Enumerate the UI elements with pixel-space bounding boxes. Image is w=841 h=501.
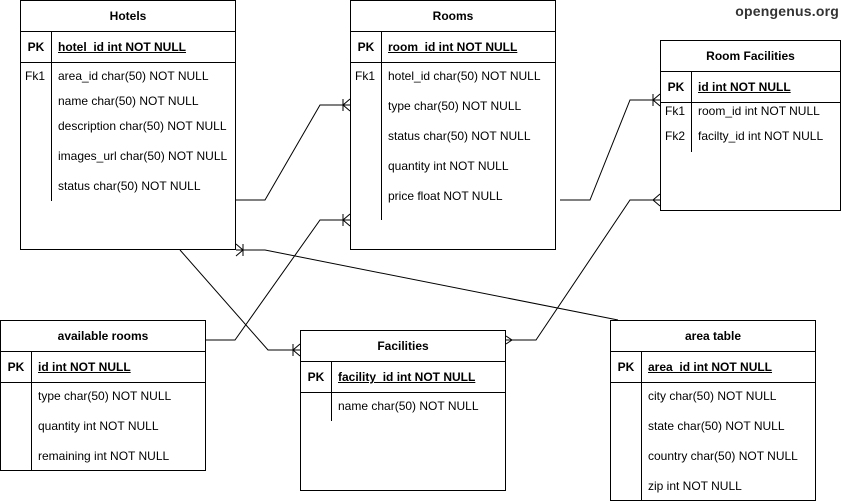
hotels-field-description: description char(50) NOT NULL <box>58 119 227 133</box>
rooms-pk-divider <box>381 32 382 62</box>
hotels-pk-field: hotel_id int NOT NULL <box>58 40 186 54</box>
rooms-field-hotel-id: hotel_id char(50) NOT NULL <box>388 69 541 83</box>
area-table-fields-divider <box>641 382 642 500</box>
rooms-roomfacilities-connector <box>560 99 660 201</box>
rooms-field-quantity: quantity int NOT NULL <box>388 159 509 173</box>
available-rooms-field-quantity: quantity int NOT NULL <box>38 419 159 433</box>
room-facilities-crowfoot-2-icon <box>652 193 661 207</box>
room-facilities-fields-divider <box>691 102 692 152</box>
room-facilities-crowfoot-icon <box>652 93 661 107</box>
hotels-field-images-url: images_url char(50) NOT NULL <box>58 149 228 163</box>
hotels-table[interactable]: Hotels PK hotel_id int NOT NULL Fk1 area… <box>20 0 236 250</box>
facilities-table[interactable]: Facilities PK facility_id int NOT NULL n… <box>300 330 506 491</box>
facilities-side-crowfoot-icon <box>505 335 513 345</box>
rooms-field-status: status char(50) NOT NULL <box>388 129 531 143</box>
rooms-field-price: price float NOT NULL <box>388 189 503 203</box>
areatable-hotels-connector <box>236 249 619 321</box>
room-facilities-pk-field: id int NOT NULL <box>698 80 791 94</box>
hotels-field-area-id: area_id char(50) NOT NULL <box>58 69 209 83</box>
area-table-pk-divider <box>641 352 642 382</box>
area-table-field-city: city char(50) NOT NULL <box>648 389 777 403</box>
hotels-fk1-label: Fk1 <box>25 69 46 83</box>
available-rooms-field-remaining: remaining int NOT NULL <box>38 449 170 463</box>
facilities-fields-divider <box>331 392 332 421</box>
rooms-crowfoot-2-icon <box>342 213 351 227</box>
rooms-table[interactable]: Rooms PK room_id int NOT NULL Fk1 hotel_… <box>350 0 556 250</box>
facilities-pk-row: PK facility_id int NOT NULL <box>301 362 505 393</box>
rooms-fields-divider <box>381 62 382 220</box>
hotels-field-name: name char(50) NOT NULL <box>58 94 199 108</box>
rooms-pk-field: room_id int NOT NULL <box>388 40 518 54</box>
rooms-crowfoot-icon <box>342 98 351 112</box>
available-rooms-field-type: type char(50) NOT NULL <box>38 389 172 403</box>
facilities-pk-label: PK <box>307 370 325 384</box>
hotels-pk-row: PK hotel_id int NOT NULL <box>21 32 235 63</box>
available-rooms-pk-label: PK <box>7 360 25 374</box>
room-facilities-pk-row: PK id int NOT NULL <box>661 72 840 103</box>
hotels-rooms-connector <box>236 104 350 201</box>
area-table-field-state: state char(50) NOT NULL <box>648 419 785 433</box>
room-facilities-field-room-id: room_id int NOT NULL <box>698 104 820 118</box>
opengenus-logo: opengenus.org <box>735 3 839 19</box>
room-facilities-pk-divider <box>691 72 692 102</box>
room-facilities-fk1-label: Fk1 <box>665 104 686 118</box>
rooms-field-type: type char(50) NOT NULL <box>388 99 522 113</box>
area-table-pk-row: PK area_id int NOT NULL <box>611 352 815 383</box>
area-table-pk-field: area_id int NOT NULL <box>648 360 773 374</box>
facilities-title: Facilities <box>301 331 505 362</box>
room-facilities-table[interactable]: Room Facilities PK id int NOT NULL Fk1 r… <box>660 40 841 211</box>
area-table-title: area table <box>611 321 815 352</box>
available-rooms-fields-divider <box>31 382 32 470</box>
facilities-field-name: name char(50) NOT NULL <box>338 399 479 413</box>
rooms-pk-label: PK <box>357 40 375 54</box>
hotels-pk-divider <box>51 32 52 62</box>
room-facilities-pk-label: PK <box>667 80 685 94</box>
room-facilities-fk2-label: Fk2 <box>665 129 686 143</box>
available-rooms-pk-row: PK id int NOT NULL <box>1 352 205 383</box>
hotels-crowfoot-icon <box>235 243 244 257</box>
rooms-title: Rooms <box>351 1 555 32</box>
hotels-fields-divider <box>51 62 52 201</box>
hotels-pk-label: PK <box>27 40 45 54</box>
hotels-title: Hotels <box>21 1 235 32</box>
rooms-pk-row: PK room_id int NOT NULL <box>351 32 555 63</box>
area-table-field-zip: zip int NOT NULL <box>648 479 742 493</box>
room-facilities-field-facility-id: facilty_id int NOT NULL <box>698 129 824 143</box>
availablerooms-rooms-connector <box>206 219 350 341</box>
available-rooms-title: available rooms <box>1 321 205 352</box>
available-rooms-pk-divider <box>31 352 32 382</box>
facilities-roomfacilities-connector <box>506 199 660 341</box>
area-table[interactable]: area table PK area_id int NOT NULL city … <box>610 320 816 501</box>
room-facilities-title: Room Facilities <box>661 41 840 72</box>
hotels-field-status: status char(50) NOT NULL <box>58 179 201 193</box>
facilities-pk-divider <box>331 362 332 392</box>
available-rooms-pk-field: id int NOT NULL <box>38 360 131 374</box>
area-table-pk-label: PK <box>617 360 635 374</box>
rooms-fk1-label: Fk1 <box>355 69 376 83</box>
hotels-facilities-connector <box>179 249 300 351</box>
area-table-field-country: country char(50) NOT NULL <box>648 449 798 463</box>
facilities-crowfoot-icon <box>292 343 301 357</box>
facilities-pk-field: facility_id int NOT NULL <box>338 370 476 384</box>
available-rooms-table[interactable]: available rooms PK id int NOT NULL type … <box>0 320 206 471</box>
